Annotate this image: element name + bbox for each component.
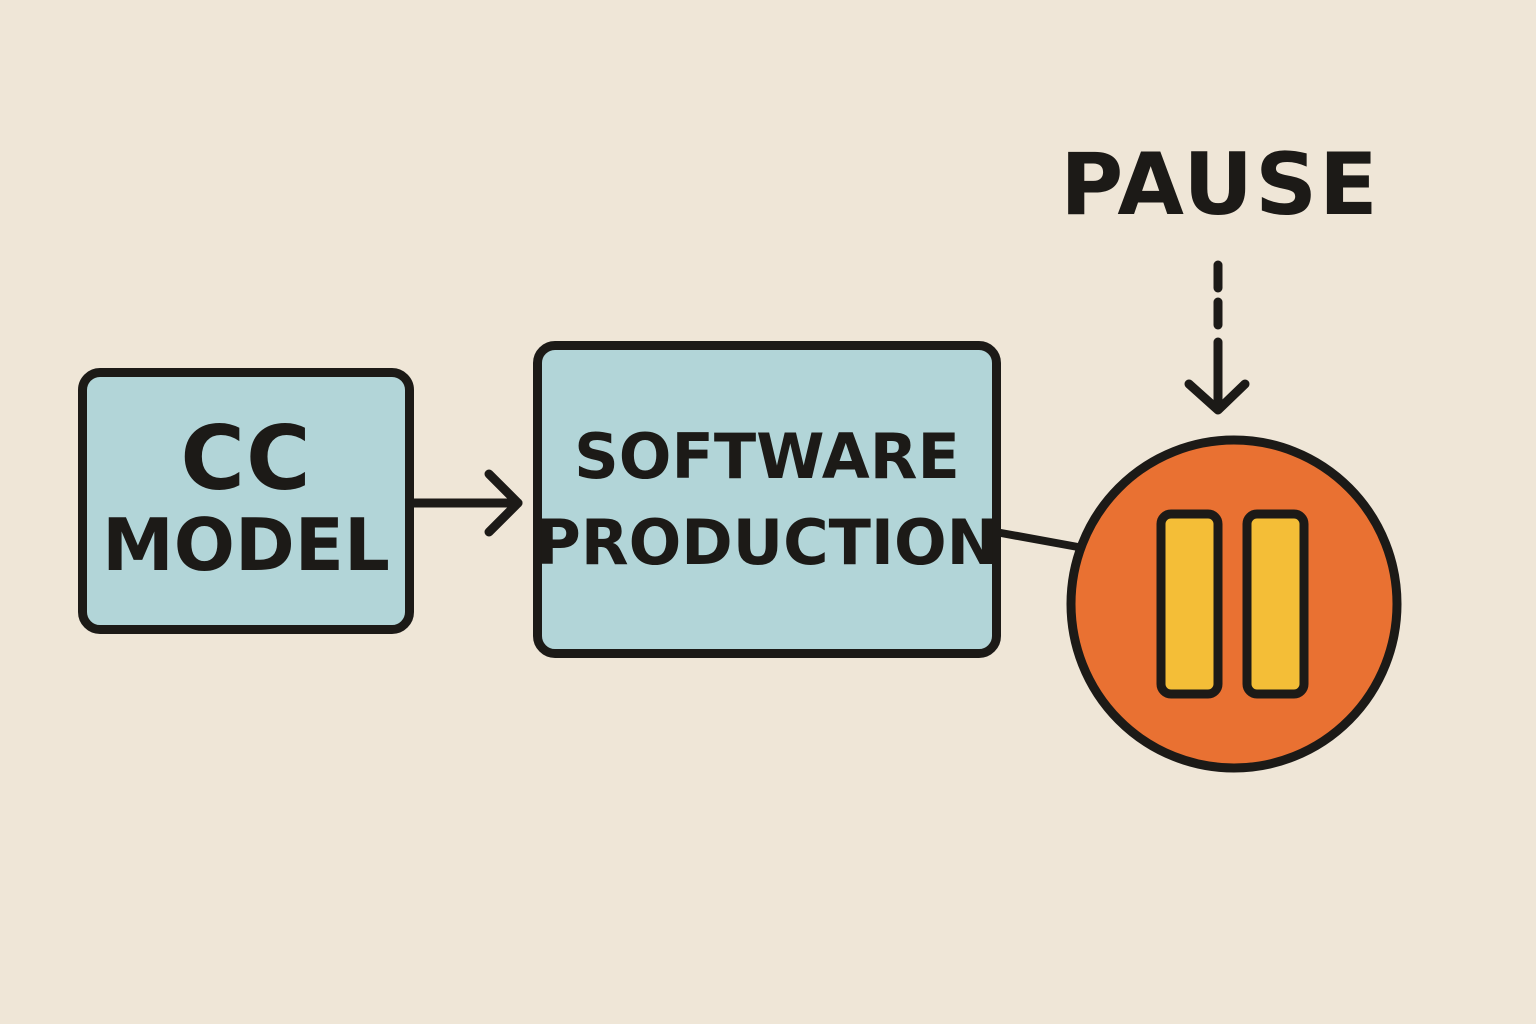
node-cc-model: CC MODEL: [78, 368, 414, 634]
node-software-production: SOFTWARE PRODUCTION: [533, 341, 1001, 658]
node-software-production-line2: PRODUCTION: [535, 505, 999, 579]
node-cc-model-line1: CC: [180, 407, 312, 510]
pause-bar-right: [1242, 509, 1309, 699]
edge-pause-label-to-icon: [1184, 260, 1250, 415]
pause-label: PAUSE: [1060, 135, 1380, 235]
node-software-production-line1: SOFTWARE: [574, 419, 960, 493]
edge-cc-to-software: [409, 469, 523, 537]
node-cc-model-line2: MODEL: [102, 503, 390, 587]
pause-bar-left: [1156, 509, 1223, 699]
edge-software-to-pause: [997, 529, 1082, 551]
pause-circle: [1066, 435, 1402, 773]
pause-icon[interactable]: [1066, 435, 1402, 773]
